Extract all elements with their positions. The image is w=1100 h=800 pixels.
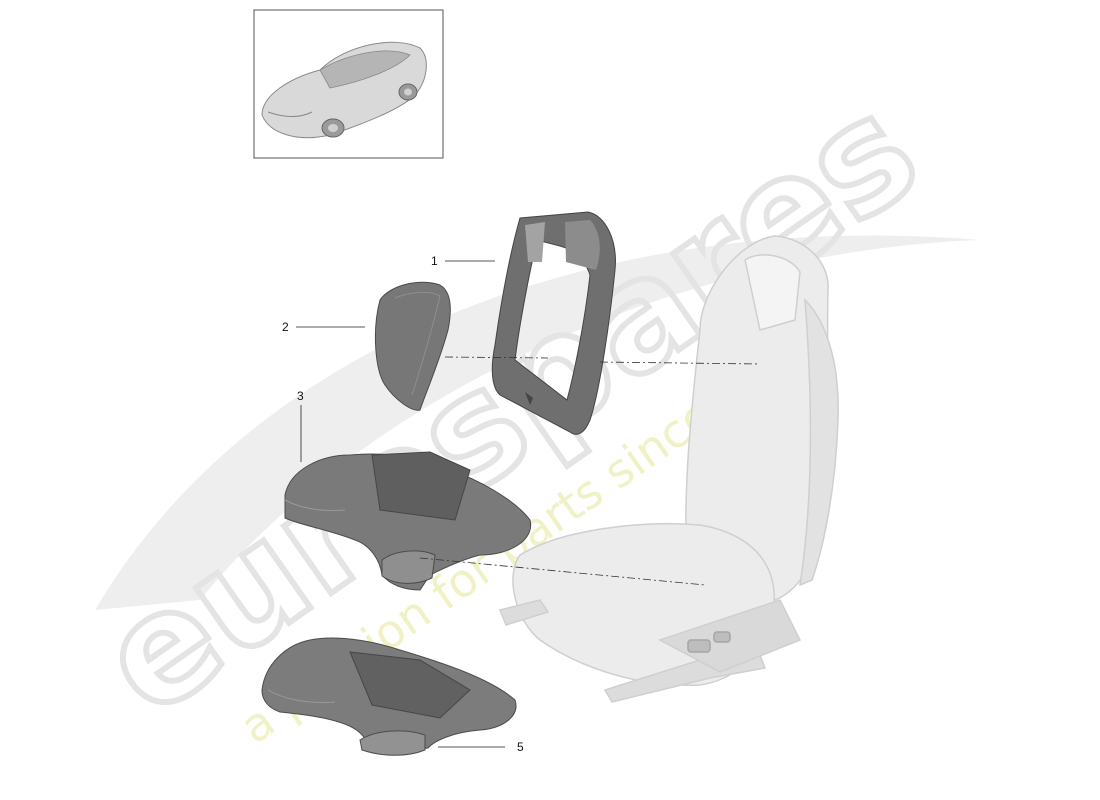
callout-3: 3	[297, 389, 304, 403]
seat-headrest-opening	[744, 254, 801, 331]
vehicle-thumbnail	[253, 9, 444, 159]
part-5-seat-cushion-foam	[261, 637, 517, 756]
seat-side-bolster	[799, 298, 839, 587]
seat-adjust-switch-icon	[687, 631, 731, 653]
assembly-lines	[419, 356, 761, 586]
watermark-swoosh	[95, 235, 980, 610]
part-2-backrest-pad	[374, 281, 451, 411]
callouts: 1 2 3 5	[282, 254, 524, 754]
car-icon	[261, 41, 427, 139]
assembly-line-pad	[444, 356, 549, 359]
part-1-backrest-foam-frame	[491, 211, 616, 435]
seat-rail-left	[498, 599, 550, 626]
part-3-seat-cushion-foam	[284, 451, 532, 591]
assembly-line-frame	[599, 361, 761, 365]
callout-1: 1	[431, 254, 438, 268]
complete-seat	[498, 235, 839, 703]
callout-2: 2	[282, 320, 289, 334]
callout-5: 5	[517, 740, 524, 754]
